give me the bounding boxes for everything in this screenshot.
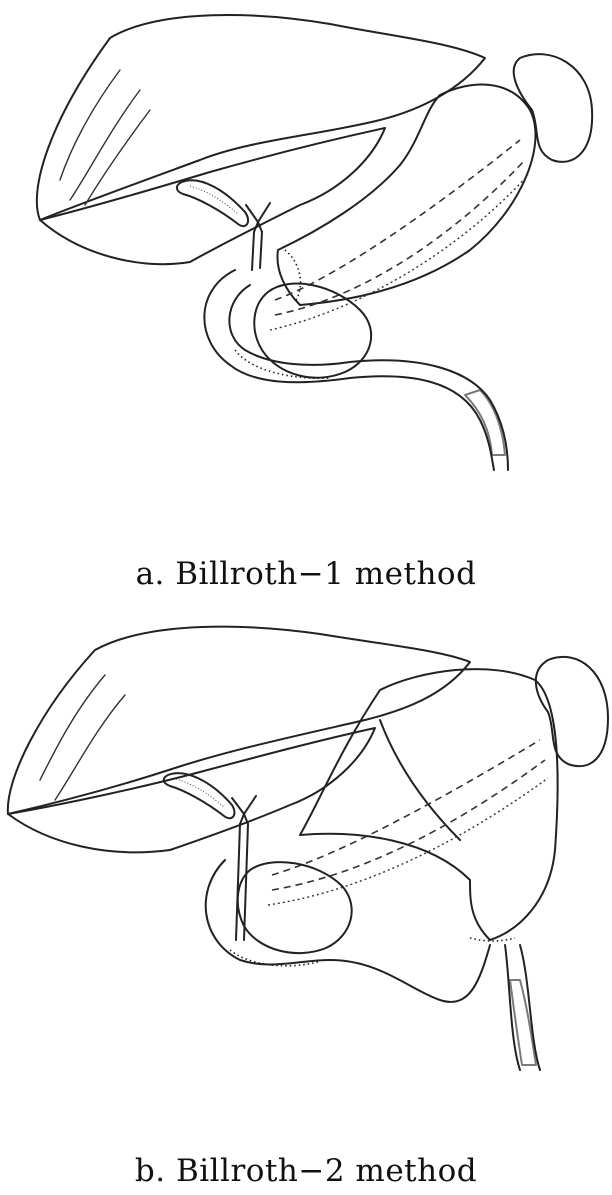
pancreas-head xyxy=(238,862,352,953)
panel-billroth-1: a. Billroth−1 method xyxy=(0,0,612,600)
gallbladder xyxy=(164,773,235,818)
liver xyxy=(8,627,470,853)
spleen xyxy=(536,657,608,766)
bile-duct xyxy=(246,203,270,270)
jejunum-loop xyxy=(206,860,540,1070)
billroth-2-illustration xyxy=(0,600,612,1120)
stomach xyxy=(270,85,535,330)
stomach xyxy=(268,669,558,940)
caption-billroth-1: a. Billroth−1 method xyxy=(0,556,612,592)
caption-billroth-2: b. Billroth−2 method xyxy=(0,1153,612,1189)
stomach-stump-suture xyxy=(285,250,300,300)
spleen xyxy=(514,54,592,162)
gallbladder xyxy=(177,180,248,226)
panel-billroth-2: b. Billroth−2 method xyxy=(0,600,612,1195)
billroth-1-illustration xyxy=(0,0,612,520)
